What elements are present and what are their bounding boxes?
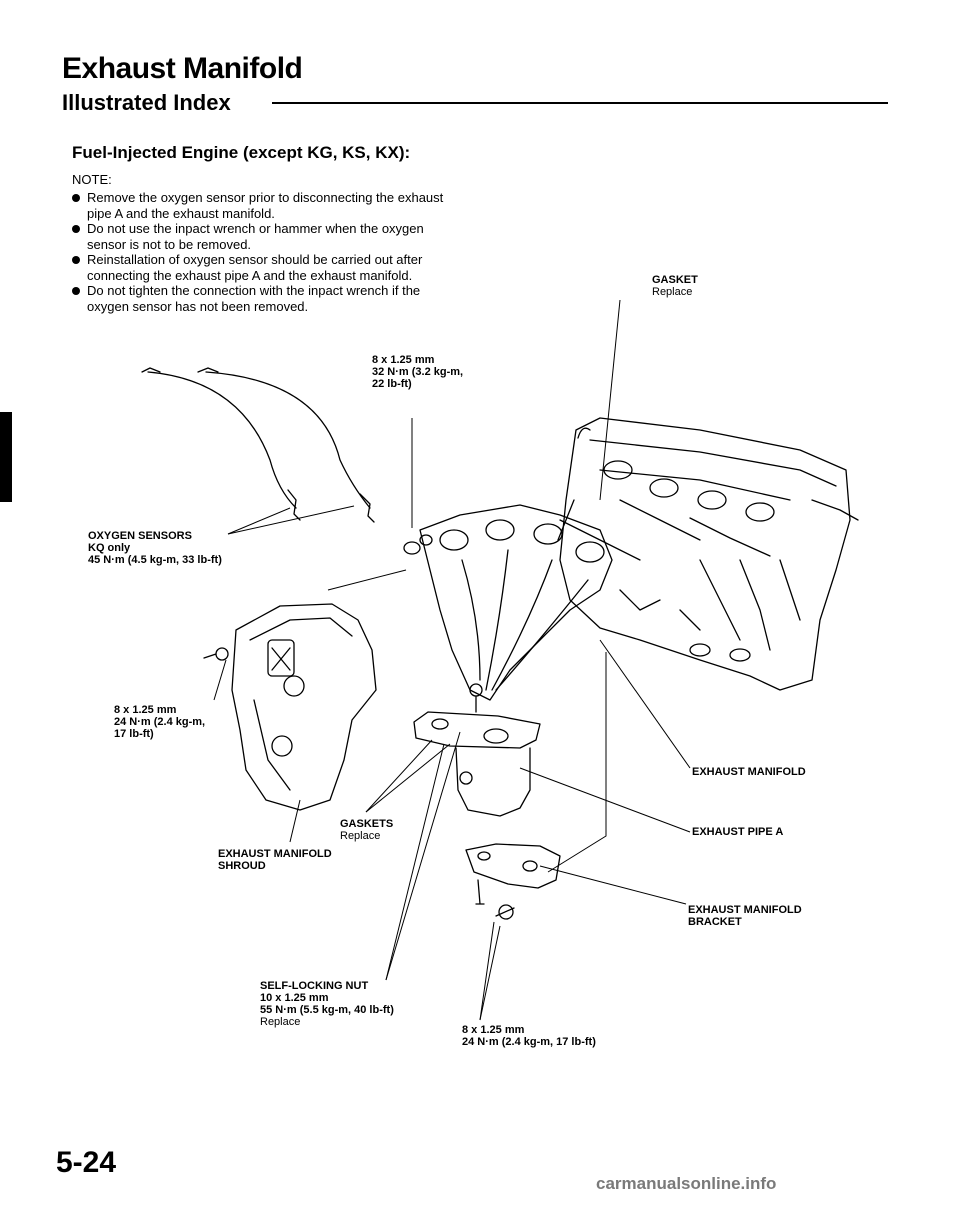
callout-size: 8 x 1.25 mm	[462, 1024, 525, 1036]
callout-exhaust-manifold: EXHAUST MANIFOLD	[692, 766, 806, 778]
page-title: Exhaust Manifold	[62, 52, 303, 85]
bullet-icon	[72, 287, 80, 295]
heat-shroud-drawing	[203, 603, 377, 811]
callout-name: GASKET	[652, 274, 698, 286]
oxygen-sensor-drawing	[141, 367, 375, 523]
callout-name: BRACKET	[688, 916, 742, 928]
footer-watermark: carmanualsonline.info	[596, 1174, 777, 1193]
callout-exhaust-pipe-a: EXHAUST PIPE A	[692, 826, 783, 838]
callout-shroud: EXHAUST MANIFOLD SHROUD	[218, 848, 332, 872]
callout-note: Replace	[652, 286, 693, 298]
callout-torque: 24 N·m (2.4 kg-m,	[114, 716, 206, 728]
callout-oxygen-sensors: OXYGEN SENSORS KQ only 45 N·m (4.5 kg-m,…	[88, 530, 222, 566]
title-rule	[272, 102, 888, 104]
exhaust-manifold-drawing	[403, 504, 613, 701]
notes-list: Remove the oxygen sensor prior to discon…	[72, 190, 460, 314]
callout-torque: 17 lb-ft)	[114, 728, 154, 740]
bullet-icon	[72, 194, 80, 202]
note-text: Do not tighten the connection with the i…	[87, 283, 421, 314]
callout-torque: 45 N·m (4.5 kg-m, 33 lb-ft)	[88, 554, 222, 566]
callout-bracket: EXHAUST MANIFOLD BRACKET	[688, 904, 802, 928]
note-item: Do not use the inpact wrench or hammer w…	[72, 221, 460, 252]
callout-note: KQ only	[88, 542, 131, 554]
bullet-icon	[72, 225, 80, 233]
callout-size: 8 x 1.25 mm	[114, 704, 177, 716]
callout-name: EXHAUST PIPE A	[692, 826, 784, 838]
exhaust-pipe-a-drawing	[413, 683, 541, 817]
note-label: NOTE:	[72, 172, 112, 187]
callout-size: 10 x 1.25 mm	[260, 992, 329, 1004]
section-heading: Fuel-Injected Engine (except KG, KS, KX)…	[72, 143, 411, 162]
callout-name: EXHAUST MANIFOLD	[692, 766, 806, 778]
cylinder-head-drawing	[557, 417, 859, 691]
callout-stud-top: 8 x 1.25 mm 32 N·m (3.2 kg-m, 22 lb-ft)	[372, 354, 463, 390]
note-text: Reinstallation of oxygen sensor should b…	[87, 252, 423, 283]
callout-name: EXHAUST MANIFOLD	[688, 904, 802, 916]
callout-gasket: GASKET Replace	[652, 274, 698, 298]
callout-note: Replace	[260, 1016, 301, 1028]
note-item: Reinstallation of oxygen sensor should b…	[72, 252, 460, 283]
callout-self-locking-nut: SELF-LOCKING NUT 10 x 1.25 mm 55 N·m (5.…	[260, 980, 394, 1028]
callout-bracket-bolt: 8 x 1.25 mm 24 N·m (2.4 kg-m, 17 lb-ft)	[462, 1024, 596, 1048]
callout-torque: 32 N·m (3.2 kg-m,	[372, 366, 464, 378]
bullet-icon	[72, 256, 80, 264]
callout-name: OXYGEN SENSORS	[88, 530, 192, 542]
leader-lines	[213, 299, 691, 1021]
page-number: 5-24	[56, 1146, 117, 1179]
callout-note: Replace	[340, 830, 381, 842]
callout-size: 8 x 1.25 mm	[372, 354, 435, 366]
note-text: Remove the oxygen sensor prior to discon…	[87, 190, 444, 221]
callout-torque: 24 N·m (2.4 kg-m, 17 lb-ft)	[462, 1036, 596, 1048]
callout-torque: 55 N·m (5.5 kg-m, 40 lb-ft)	[260, 1004, 394, 1016]
callout-name: SELF-LOCKING NUT	[260, 980, 369, 992]
note-item: Remove the oxygen sensor prior to discon…	[72, 190, 460, 221]
section-tab-marker	[0, 412, 12, 502]
callout-torque: 22 lb-ft)	[372, 378, 412, 390]
callout-name: SHROUD	[218, 860, 266, 872]
note-text: Do not use the inpact wrench or hammer w…	[87, 221, 424, 252]
callout-shroud-bolt: 8 x 1.25 mm 24 N·m (2.4 kg-m, 17 lb-ft)	[114, 704, 205, 740]
callout-gaskets: GASKETS Replace	[340, 818, 393, 842]
note-item: Do not tighten the connection with the i…	[72, 283, 460, 314]
callout-name: EXHAUST MANIFOLD	[218, 848, 332, 860]
manifold-bracket-drawing	[465, 843, 561, 920]
page-subtitle: Illustrated Index	[62, 90, 231, 115]
callout-name: GASKETS	[340, 818, 394, 830]
